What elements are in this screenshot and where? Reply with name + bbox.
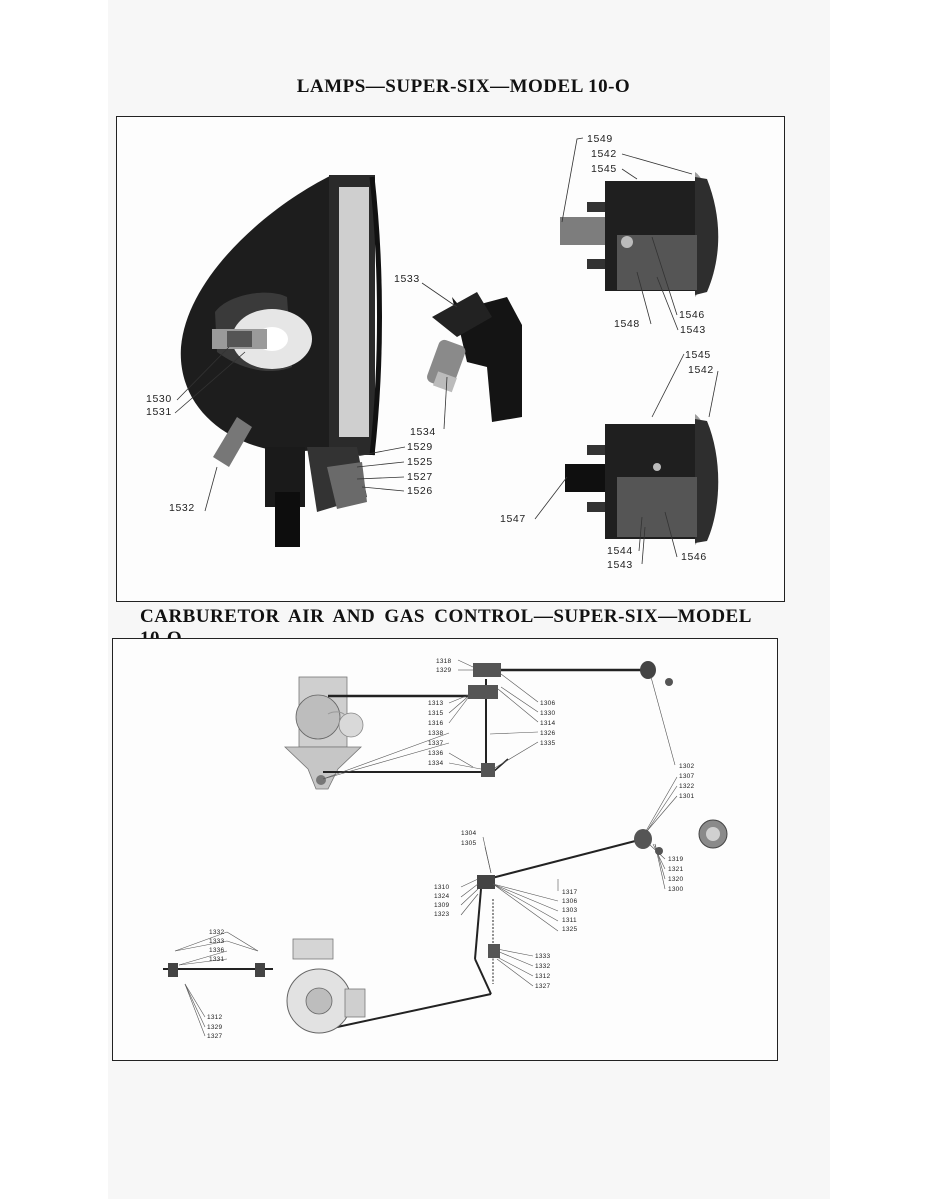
label-1322: 1322: [679, 783, 694, 790]
label-1533: 1533: [394, 273, 420, 285]
label-1327: 1327: [535, 983, 550, 990]
label-1546: 1546: [679, 309, 705, 321]
label-1336: 1336: [209, 947, 224, 954]
label-1544: 1544: [607, 545, 633, 557]
label-1332: 1332: [209, 929, 224, 936]
label-1305: 1305: [461, 840, 476, 847]
side-lamp-bottom-drawing: [565, 414, 719, 545]
label-1332: 1332: [535, 963, 550, 970]
label-1312: 1312: [535, 973, 550, 980]
label-1529: 1529: [407, 441, 433, 453]
label-1304: 1304: [461, 830, 476, 837]
label-1530: 1530: [146, 393, 172, 405]
label-1333: 1333: [209, 938, 224, 945]
label-1306: 1306: [540, 700, 555, 707]
label-1329: 1329: [207, 1024, 222, 1031]
label-1527: 1527: [407, 471, 433, 483]
label-1303: 1303: [562, 907, 577, 914]
label-1543: 1543: [680, 324, 706, 336]
label-1329: 1329: [436, 667, 451, 674]
lamp-socket-drawing: [427, 292, 522, 422]
label-1542: 1542: [591, 148, 617, 160]
label-1318: 1318: [436, 658, 451, 665]
label-1307: 1307: [679, 773, 694, 780]
label-1334: 1334: [428, 760, 443, 767]
lamps-illustration: 1549 1542 1545 1546 1548 1543 1533 1534 …: [146, 133, 719, 571]
label-1525: 1525: [407, 456, 433, 468]
lower-control-rods: [163, 838, 644, 1030]
label-1337: 1337: [428, 740, 443, 747]
label-1548: 1548: [614, 318, 640, 330]
label-1314: 1314: [540, 720, 555, 727]
label-1532: 1532: [169, 502, 195, 514]
label-1531: 1531: [146, 406, 172, 418]
label-1316: 1316: [428, 720, 443, 727]
label-1313: 1313: [428, 700, 443, 707]
label-1336: 1336: [428, 750, 443, 757]
label-1311: 1311: [562, 917, 577, 924]
label-1310: 1310: [434, 884, 449, 891]
label-1326: 1326: [540, 730, 555, 737]
label-1335: 1335: [540, 740, 555, 747]
label-1309: 1309: [434, 902, 449, 909]
label-1325: 1325: [562, 926, 577, 933]
label-1547: 1547: [500, 513, 526, 525]
label-1333: 1333: [535, 953, 550, 960]
label-1534: 1534: [410, 426, 436, 438]
lamp-leader-lines: [174, 137, 719, 565]
carburetor-figure: 1318 1329 1306 1330 1314 1326 1335 1313 …: [112, 638, 778, 1061]
label-1526: 1526: [407, 485, 433, 497]
label-1331: 1331: [209, 956, 224, 963]
label-1549: 1549: [587, 133, 613, 145]
label-1546: 1546: [681, 551, 707, 563]
label-1545: 1545: [685, 349, 711, 361]
label-1319: 1319: [668, 856, 683, 863]
label-1300: 1300: [668, 886, 683, 893]
lamps-title: LAMPS—SUPER-SIX—MODEL 10-O: [296, 76, 631, 97]
label-1321: 1321: [668, 866, 683, 873]
label-1542: 1542: [688, 364, 714, 376]
label-1330: 1330: [540, 710, 555, 717]
side-lamp-top-drawing: [560, 172, 719, 297]
lamps-figure: 1549 1542 1545 1546 1548 1543 1533 1534 …: [116, 116, 785, 602]
label-1312: 1312: [207, 1014, 222, 1021]
carburetor-illustration: 1318 1329 1306 1330 1314 1326 1335 1313 …: [163, 658, 728, 1040]
label-1338: 1338: [428, 730, 443, 737]
lower-linkage-parts: [168, 819, 728, 1034]
carburetor-leader-lines: [174, 659, 678, 1037]
label-1323: 1323: [434, 911, 449, 918]
label-1306: 1306: [562, 898, 577, 905]
label-1320: 1320: [668, 876, 683, 883]
label-1315: 1315: [428, 710, 443, 717]
headlamp-drawing: [180, 175, 382, 547]
label-1302: 1302: [679, 763, 694, 770]
label-1543: 1543: [607, 559, 633, 571]
label-1324: 1324: [434, 893, 449, 900]
label-1301: 1301: [679, 793, 694, 800]
upper-linkage-parts: [316, 661, 673, 785]
label-1317: 1317: [562, 889, 577, 896]
label-1545: 1545: [591, 163, 617, 175]
label-1327: 1327: [207, 1033, 222, 1040]
